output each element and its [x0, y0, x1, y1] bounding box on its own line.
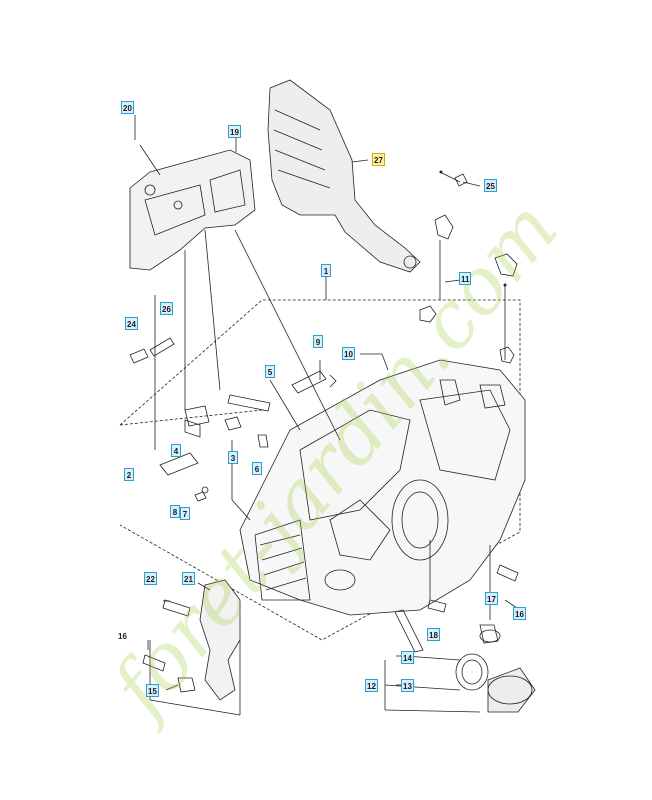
side-cover-part [129, 149, 256, 271]
callout-22[interactable]: 22 [144, 572, 157, 585]
hose-14-part [394, 609, 424, 653]
callout-14[interactable]: 14 [401, 651, 414, 664]
callout-16-plain: 16 [118, 632, 127, 641]
bumper-spike-21-part [199, 579, 241, 701]
bracket-part [434, 214, 454, 240]
plate-2-part [159, 452, 199, 476]
screw-16a-part [142, 654, 166, 672]
screw-22-part [162, 599, 191, 617]
callout-18[interactable]: 18 [427, 628, 440, 641]
assembly-frame-dashed-inner [119, 409, 263, 426]
plate-24-part [129, 348, 149, 364]
lever-9-part [291, 370, 327, 394]
callout-21[interactable]: 21 [182, 572, 195, 585]
oil-cap-part [487, 667, 536, 713]
callout-15[interactable]: 15 [146, 684, 159, 697]
callout-1[interactable]: 1 [321, 264, 331, 277]
pin-5-part [227, 394, 271, 412]
callout-5[interactable]: 5 [265, 365, 275, 378]
washer-8-part [194, 491, 207, 502]
callout-6[interactable]: 6 [252, 462, 262, 475]
callout-16[interactable]: 16 [513, 607, 526, 620]
callout-4[interactable]: 4 [171, 444, 181, 457]
callout-26[interactable]: 26 [160, 302, 173, 315]
callout-3[interactable]: 3 [228, 451, 238, 464]
callout-7[interactable]: 7 [180, 507, 190, 520]
front-handle-guard-part [267, 79, 421, 273]
callout-12[interactable]: 12 [365, 679, 378, 692]
bracket-11-part [494, 253, 518, 277]
screw-25-part [439, 171, 468, 187]
callout-27[interactable]: 27 [372, 153, 385, 166]
pin-26-part [149, 337, 175, 357]
callout-20[interactable]: 20 [121, 101, 134, 114]
callout-19[interactable]: 19 [228, 125, 241, 138]
screw-18-part [427, 599, 447, 613]
assembly-frame-dashed [119, 299, 521, 641]
nut-15-part [177, 677, 196, 693]
callout-9[interactable]: 9 [313, 335, 323, 348]
fitting-17-part [479, 624, 499, 644]
screw-16b-part [496, 564, 519, 582]
callout-25[interactable]: 25 [484, 179, 497, 192]
callout-2[interactable]: 2 [124, 468, 134, 481]
callout-17[interactable]: 17 [485, 592, 498, 605]
callout-10[interactable]: 10 [342, 347, 355, 360]
callout-13[interactable]: 13 [401, 679, 414, 692]
callout-24[interactable]: 24 [125, 317, 138, 330]
callout-11[interactable]: 11 [459, 272, 472, 285]
callout-8[interactable]: 8 [170, 505, 180, 518]
